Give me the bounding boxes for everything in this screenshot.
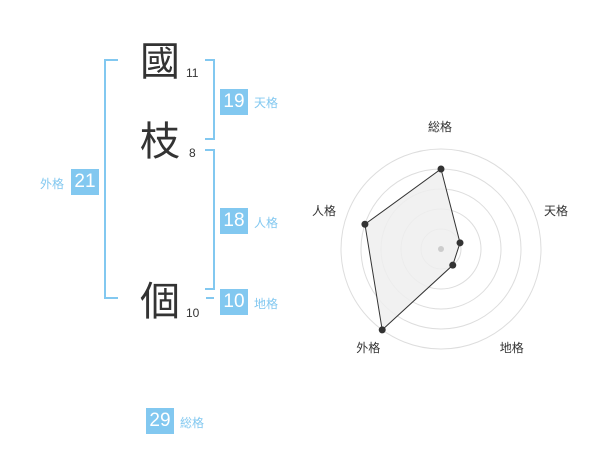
radar-grid-ring	[340, 148, 542, 350]
radar-center	[438, 246, 444, 252]
jinkaku-label: 人格	[254, 216, 279, 230]
radar-point-2	[449, 261, 457, 269]
name-char-2: 枝	[140, 119, 180, 165]
radar-axis-label-2: 地格	[499, 340, 524, 355]
radar-point-0	[437, 165, 445, 173]
jinkaku-value: 18	[220, 208, 248, 234]
tenkaku-label: 天格	[254, 96, 279, 110]
gaikaku-value: 21	[71, 169, 99, 195]
name-char-1: 國	[140, 39, 180, 85]
chikaku-value: 10	[220, 289, 248, 315]
stroke-count-1: 11	[186, 66, 199, 80]
outer-bracket	[104, 59, 118, 299]
radar-point-4	[361, 220, 369, 228]
radar-polygon	[364, 168, 461, 331]
chikaku-label: 地格	[254, 297, 279, 311]
radar-point-1	[456, 239, 464, 247]
soukaku-label: 総格	[180, 416, 205, 430]
stroke-count-3: 10	[186, 306, 200, 320]
tenkaku-bracket	[205, 59, 215, 140]
tenkaku-value: 19	[220, 89, 248, 115]
radar-axis-label-0: 総格	[428, 120, 453, 134]
jinkaku-bracket	[205, 149, 215, 290]
gaikaku-label: 外格	[40, 177, 65, 191]
soukaku-value: 29	[146, 408, 174, 434]
radar-point-3	[378, 326, 386, 334]
name-char-3: 個	[140, 279, 180, 325]
radar-axis-label-4: 人格	[311, 204, 336, 219]
stroke-count-2: 8	[189, 146, 196, 160]
radar-axis-label-1: 天格	[544, 204, 569, 219]
radar-axis-label-3: 外格	[356, 340, 381, 355]
